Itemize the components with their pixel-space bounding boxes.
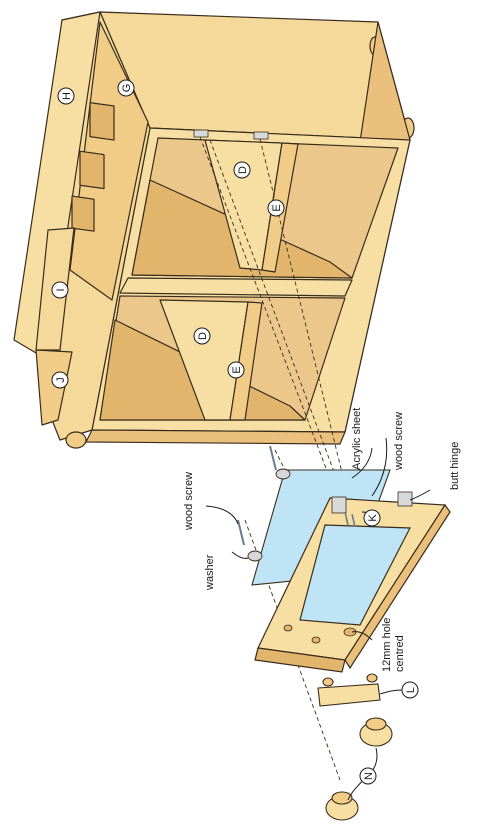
part-label-texts: H G I J D E D E K L N xyxy=(55,84,417,780)
label-H: H xyxy=(61,92,73,100)
cabinet-bottom-rail xyxy=(85,429,346,445)
callout-wood-screw-left: wood screw xyxy=(183,472,195,531)
label-L: L xyxy=(405,687,417,693)
label-D-bottom: D xyxy=(197,332,209,340)
callout-hole-line2: centred xyxy=(394,635,406,672)
label-I: I xyxy=(55,288,67,291)
door-window-opening xyxy=(299,524,411,626)
lower-divider-E xyxy=(229,301,263,421)
part-label-circles xyxy=(51,79,419,785)
label-circle-E-bottom xyxy=(227,361,245,379)
label-E-top: E xyxy=(271,204,283,211)
label-circle-I xyxy=(51,281,69,299)
washer-left xyxy=(247,550,263,562)
door-hole-2 xyxy=(311,636,321,644)
handle-L xyxy=(317,673,381,707)
label-N: N xyxy=(363,772,375,780)
callout-acrylic-sheet: Acrylic sheet xyxy=(351,408,363,470)
label-circle-K xyxy=(363,509,381,527)
panel-inset-3 xyxy=(71,195,95,232)
callout-texts: Acrylic sheet wood screw butt hinge wood… xyxy=(183,408,461,672)
washer-top xyxy=(275,468,291,480)
door-hinge-2 xyxy=(397,491,413,507)
wood-screw-top xyxy=(269,445,277,471)
cabinet-hinge-plate xyxy=(193,129,209,138)
assembly-lines xyxy=(199,136,356,781)
foot-peg xyxy=(65,431,87,449)
label-D-top: D xyxy=(237,166,249,174)
wood-screw-left xyxy=(237,519,245,546)
drawer-front-J xyxy=(35,349,73,426)
label-circle-G xyxy=(117,79,135,97)
callout-washer: washer xyxy=(204,554,216,591)
middle-shelf xyxy=(119,277,353,297)
cabinet xyxy=(13,11,415,449)
callout-wood-screw-top: wood screw xyxy=(393,412,405,471)
label-circle-L xyxy=(401,681,419,699)
door-frame-K xyxy=(254,497,451,673)
fasteners xyxy=(237,445,356,562)
callout-hole-line1: 12mm hole xyxy=(381,618,393,672)
panel-inset xyxy=(89,102,115,141)
label-circle-D-top xyxy=(233,161,251,179)
label-K: K xyxy=(367,514,379,522)
callout-butt-hinge: butt hinge xyxy=(449,442,461,490)
cabinet-hinge-plate-2 xyxy=(253,131,269,140)
label-J: J xyxy=(55,377,67,383)
label-circle-N xyxy=(359,767,377,785)
door-hinge xyxy=(331,496,347,514)
door-hole xyxy=(283,624,293,632)
label-circle-E-top xyxy=(267,199,285,217)
label-E-bottom: E xyxy=(231,366,243,373)
label-circle-D-bottom xyxy=(193,327,211,345)
leader-lines xyxy=(205,437,431,801)
panel-inset-2 xyxy=(79,150,105,190)
knobs-N xyxy=(325,717,393,821)
wood-screw-acrylic-2 xyxy=(351,513,356,528)
wood-screw-acrylic xyxy=(344,511,349,526)
label-G: G xyxy=(121,84,133,93)
label-circle-J xyxy=(51,371,69,389)
label-circle-H xyxy=(57,87,75,105)
